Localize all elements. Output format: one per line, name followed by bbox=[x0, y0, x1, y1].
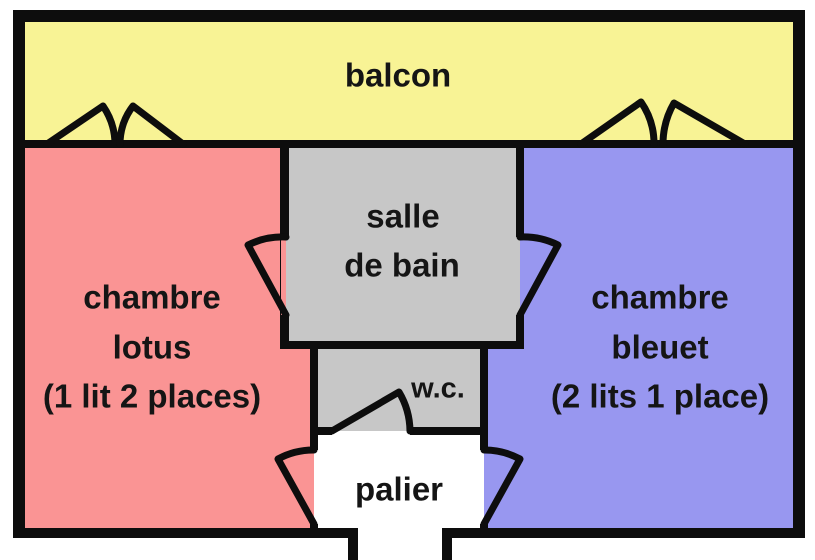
label-bathroom-line2: de bain bbox=[344, 246, 460, 284]
doorway-bathroom-bleuet-gap bbox=[516, 237, 520, 315]
wall-column-left-lower bbox=[310, 524, 318, 534]
stair-opening bbox=[358, 528, 442, 560]
room-palier-area bbox=[318, 435, 480, 528]
wall-wc-palier-right bbox=[410, 427, 488, 435]
stair-wall-right bbox=[442, 528, 452, 560]
wall-column-left-upper bbox=[310, 341, 318, 450]
door-arc-palier-lotus bbox=[274, 446, 318, 528]
doorway-wc-gap bbox=[332, 427, 410, 431]
doorway-palier-bleuet-gap2 bbox=[484, 450, 488, 524]
label-balcon: balcon bbox=[344, 56, 452, 94]
stair-wall-left bbox=[348, 528, 358, 560]
label-lotus-capacity: (1 lit 2 places) bbox=[42, 377, 262, 415]
doorway-wc-gap2 bbox=[332, 431, 410, 435]
room-bathroom-area bbox=[289, 148, 516, 341]
doorway-palier-lotus-gap2 bbox=[314, 450, 318, 524]
room-lotus-area bbox=[25, 148, 310, 528]
window-lotus-balcony-right-leaf bbox=[116, 102, 187, 148]
door-arc-bathroom-bleuet bbox=[516, 233, 562, 319]
label-palier: palier bbox=[354, 470, 444, 508]
window-lotus-balcony-left-leaf bbox=[43, 102, 119, 148]
doorway-palier-bleuet-gap bbox=[480, 450, 484, 524]
wall-wc-palier-left bbox=[310, 427, 332, 435]
door-arc-bathroom-lotus bbox=[244, 233, 290, 319]
window-bleuet-balcony-right-leaf bbox=[659, 99, 749, 148]
doorway-palier-lotus-gap bbox=[310, 450, 314, 524]
label-lotus-line2: lotus bbox=[112, 328, 192, 366]
doorway-bathroom-lotus-gap bbox=[281, 237, 286, 315]
doorway-bathroom-bleuet-gap2 bbox=[520, 237, 525, 315]
room-wc-area bbox=[318, 349, 480, 427]
label-bleuet-capacity: (2 lits 1 place) bbox=[550, 377, 770, 415]
label-lotus-line1: chambre bbox=[83, 278, 221, 316]
doorway-bathroom-lotus-gap2 bbox=[286, 237, 290, 315]
label-bleuet-line2: bleuet bbox=[611, 328, 709, 366]
label-wc: w.c. bbox=[411, 372, 465, 405]
room-bleuet-area bbox=[488, 148, 793, 528]
label-bleuet-line1: chambre bbox=[591, 278, 729, 316]
label-bathroom-line1: salle bbox=[366, 197, 440, 235]
door-arc-palier-bleuet bbox=[480, 446, 524, 528]
wall-column-right-upper bbox=[480, 341, 488, 450]
window-bleuet-balcony-left-leaf bbox=[577, 98, 658, 148]
wall-column-right-lower bbox=[480, 524, 488, 534]
door-arc-wc bbox=[328, 388, 414, 435]
